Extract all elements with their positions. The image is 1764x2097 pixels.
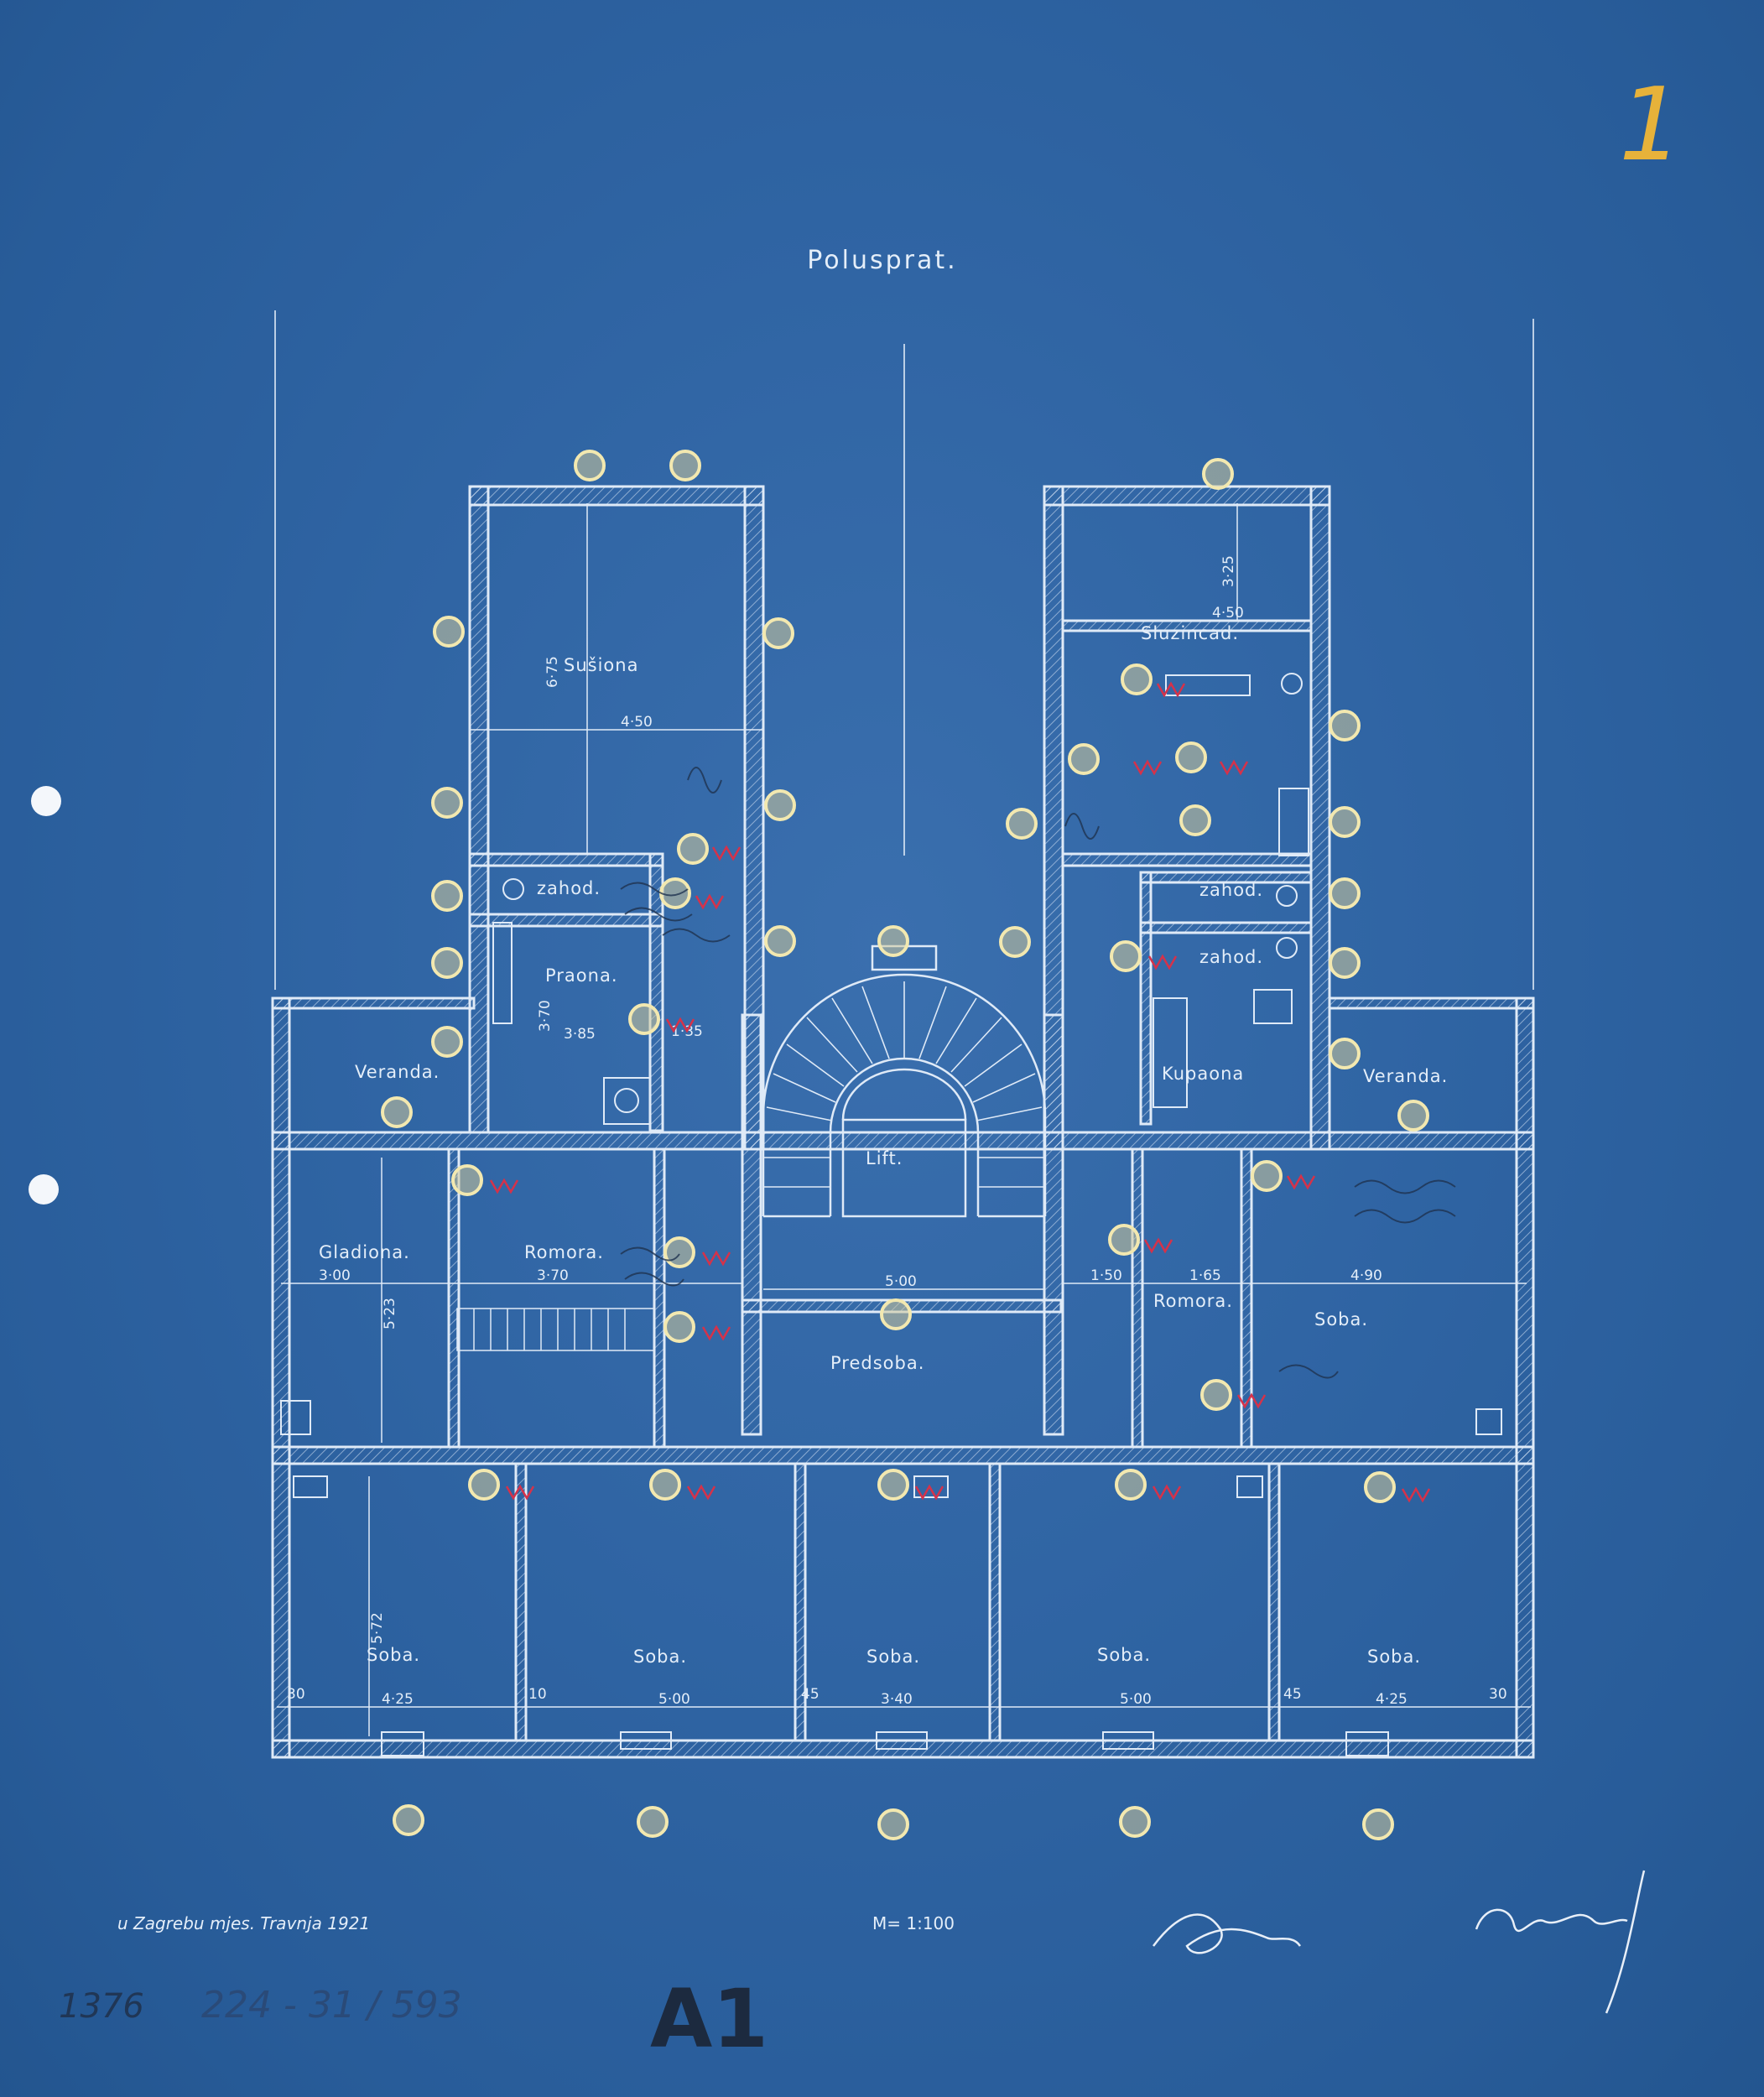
place-date-caption: u Zagrebu mjes. Travnja 1921 [117,1913,370,1933]
dim-10: 3·70 [537,1267,569,1284]
room-label-zahod-left: zahod. [537,878,601,898]
red-annotation-marks [489,681,1431,1503]
room-label-predsoba: Predsoba. [830,1353,924,1373]
dim-23: 45 [801,1686,820,1703]
room-label-kupaona: Kupaona [1162,1064,1244,1084]
signatures [1153,1870,1646,2014]
room-label-veranda-left: Veranda. [355,1062,440,1082]
room-label-soba-1: Soba. [367,1645,420,1665]
dim-25: 30 [1489,1686,1507,1703]
scale-caption: M= 1:100 [872,1913,955,1933]
staircase [762,944,1047,1218]
dim-8: 3·00 [319,1267,351,1284]
dim-22: 10 [528,1686,547,1703]
dim-16: 4·25 [382,1691,414,1708]
dim-6: 3·85 [564,1026,596,1043]
room-label-romora-right: Romora. [1153,1291,1233,1311]
dim-2: 4·50 [621,714,653,731]
room-label-soba-4: Soba. [1097,1645,1151,1665]
dim-4: 3·25 [1220,555,1237,587]
service-stair [456,1308,655,1351]
dim-17: 5·00 [658,1691,690,1708]
dim-12: 1·50 [1090,1267,1122,1284]
room-label-veranda-right: Veranda. [1363,1066,1448,1086]
room-label-lift: Lift. [866,1148,903,1168]
dim-3: 4·50 [1212,605,1244,622]
dimension-values: 6·75 4·50 4·50 3·25 3·70 3·85 1·35 3·00 … [287,555,1507,1708]
room-label-gladiona: Gladiona. [319,1242,410,1262]
room-label-susiona: Sušiona [564,655,638,675]
dim-19: 5·00 [1120,1691,1152,1708]
walls [271,485,1535,1759]
dim-9: 5·23 [382,1298,398,1329]
dim-5: 3·70 [537,1000,554,1032]
room-label-romora-left: Romora. [524,1242,604,1262]
dim-24: 45 [1283,1686,1302,1703]
room-label-soba-5: Soba. [1367,1647,1421,1667]
dim-11: 5·00 [885,1273,917,1290]
dim-15: 5·72 [369,1612,386,1644]
archive-signature: 224 - 31 / 593 [201,1984,462,2027]
room-label-zahod-right-2: zahod. [1199,947,1263,967]
dim-13: 1·65 [1189,1267,1221,1284]
fixtures [280,673,1502,1756]
dim-18: 3·40 [881,1691,913,1708]
room-label-soba-2: Soba. [633,1647,687,1667]
room-label-praona: Praona. [545,965,618,986]
room-label-soba-right: Soba. [1314,1309,1368,1329]
axis-lines [274,310,1534,990]
archive-number: 1376 [59,1987,144,2026]
punch-hole-bottom [29,1174,59,1205]
room-label-zahod-right-1: zahod. [1199,880,1263,900]
room-labels: Sušiona Sluzincad. zahod. zahod. zahod. … [319,623,1448,1667]
room-label-soba-3: Soba. [866,1647,920,1667]
dim-21: 30 [287,1686,305,1703]
circle-markers [381,450,1429,1840]
sheet-corner-mark: 1 [1619,67,1683,184]
room-label-sluzincad: Sluzincad. [1141,623,1239,643]
archive-tag: A1 [650,1972,768,2066]
punch-hole-top [31,786,61,816]
drawing-title: Polusprat. [807,246,957,275]
dim-20: 4·25 [1376,1691,1408,1708]
dim-14: 4·90 [1350,1267,1382,1284]
pencil-notes [620,767,1456,1379]
dim-1: 6·75 [544,656,561,688]
